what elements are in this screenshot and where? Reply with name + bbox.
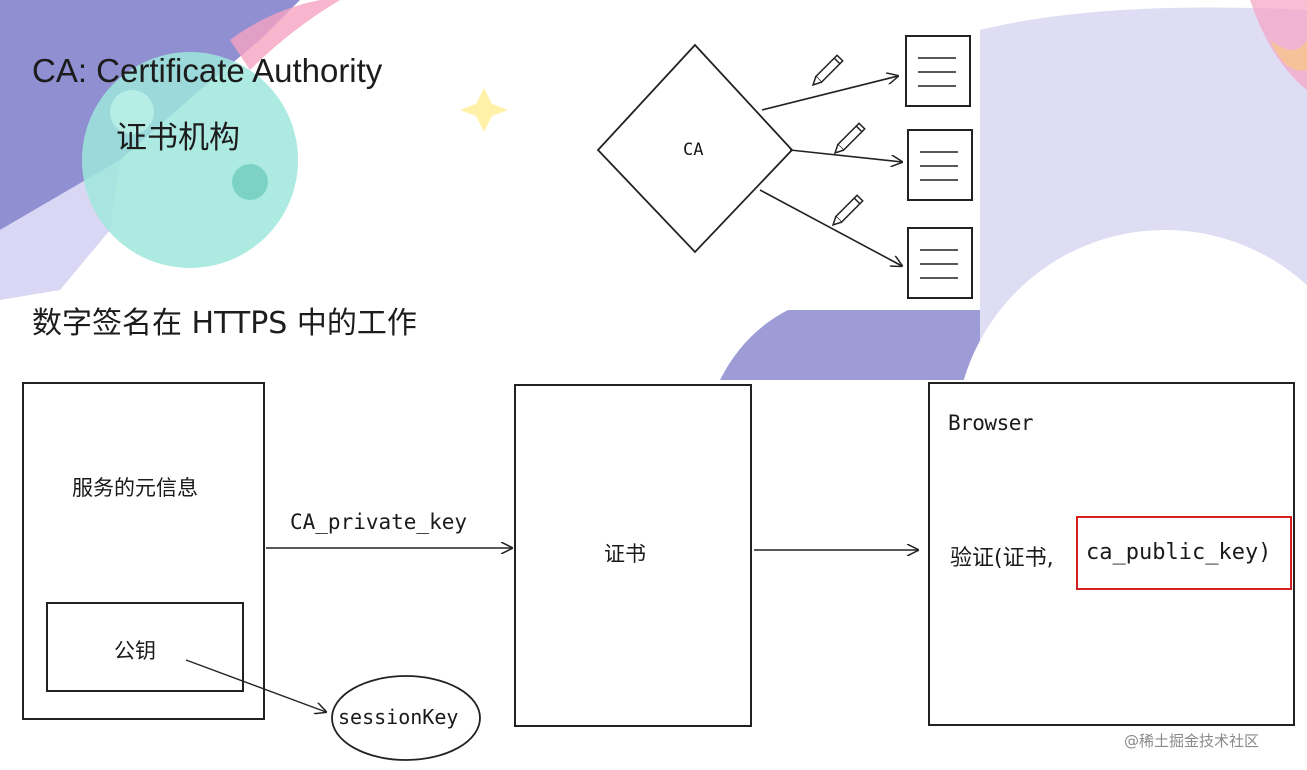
ca-arrow-top bbox=[761, 76, 898, 111]
ca-private-key-label: CA_private_key bbox=[290, 510, 468, 534]
arrow-pubkey-to-session bbox=[185, 659, 326, 712]
certificate-box bbox=[514, 384, 752, 727]
document-icon bbox=[907, 129, 973, 201]
ca-arrow-middle bbox=[789, 149, 902, 162]
decor-white-circle bbox=[955, 230, 1307, 650]
session-key-ellipse bbox=[331, 675, 481, 761]
public-key-label: 公钥 bbox=[114, 639, 156, 663]
page-title: CA: Certificate Authority bbox=[32, 52, 383, 89]
session-key-label: sessionKey bbox=[338, 705, 459, 729]
decor-planet-crater bbox=[232, 164, 268, 200]
decor-planet-crater bbox=[110, 90, 154, 134]
ca-arrow-bottom bbox=[759, 189, 902, 266]
ca-public-key-label: ca_public_key) bbox=[1086, 540, 1272, 565]
verify-label: 验证(证书, bbox=[950, 546, 1054, 571]
pencil-icon bbox=[811, 54, 844, 87]
ca-public-key-highlight bbox=[1076, 516, 1292, 590]
server-box bbox=[22, 382, 265, 720]
browser-box bbox=[928, 382, 1295, 726]
server-meta-label: 服务的元信息 bbox=[72, 476, 198, 500]
ca-node-label: CA bbox=[683, 140, 704, 160]
document-icon bbox=[905, 35, 971, 107]
pencil-icon bbox=[833, 122, 866, 155]
public-key-box bbox=[46, 602, 244, 692]
watermark: @稀土掘金技术社区 bbox=[1124, 732, 1260, 750]
decor-purple-hill bbox=[720, 288, 980, 380]
document-icon bbox=[907, 227, 973, 299]
certificate-label: 证书 bbox=[604, 542, 646, 566]
decor-orange-corner bbox=[1270, 40, 1307, 71]
browser-label: Browser bbox=[948, 411, 1034, 435]
decor-star bbox=[460, 88, 508, 132]
ca-diamond bbox=[596, 43, 794, 254]
section-title: 数字签名在 HTTPS 中的工作 bbox=[32, 306, 417, 341]
page-title-zh: 证书机构 bbox=[116, 120, 240, 156]
pencil-icon bbox=[831, 194, 864, 227]
decor-pink-streak bbox=[230, 0, 340, 70]
